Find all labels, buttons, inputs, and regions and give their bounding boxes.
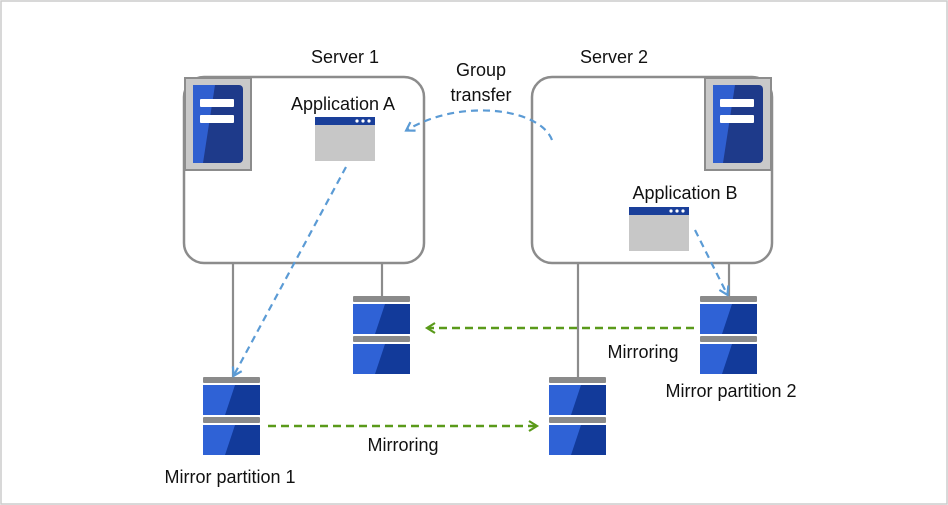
server-tower-icon [704, 77, 772, 171]
mirror-partition-1-label: Mirror partition 1 [164, 467, 295, 487]
group-transfer-label-line2: transfer [450, 85, 511, 105]
application-a-to-partition1-arrow [231, 166, 347, 378]
application-window-icon [629, 207, 689, 251]
group-transfer-label-line1: Group [456, 60, 506, 80]
server1-label: Server 1 [311, 47, 379, 67]
disk-icon [549, 377, 606, 455]
group-transfer-arrow [404, 109, 554, 141]
mirroring-bottom-label: Mirroring [367, 435, 438, 455]
mirror-partition-2-label: Mirror partition 2 [665, 381, 796, 401]
disk-icon [700, 296, 757, 374]
server-tower-icon [184, 77, 252, 171]
server2-label: Server 2 [580, 47, 648, 67]
application-a-label: Application A [291, 94, 395, 114]
disk-icon [353, 296, 410, 374]
application-window-icon [315, 117, 375, 161]
disk-icon [203, 377, 260, 455]
mirroring-top-label: Mirroring [607, 342, 678, 362]
application-b-label: Application B [632, 183, 737, 203]
